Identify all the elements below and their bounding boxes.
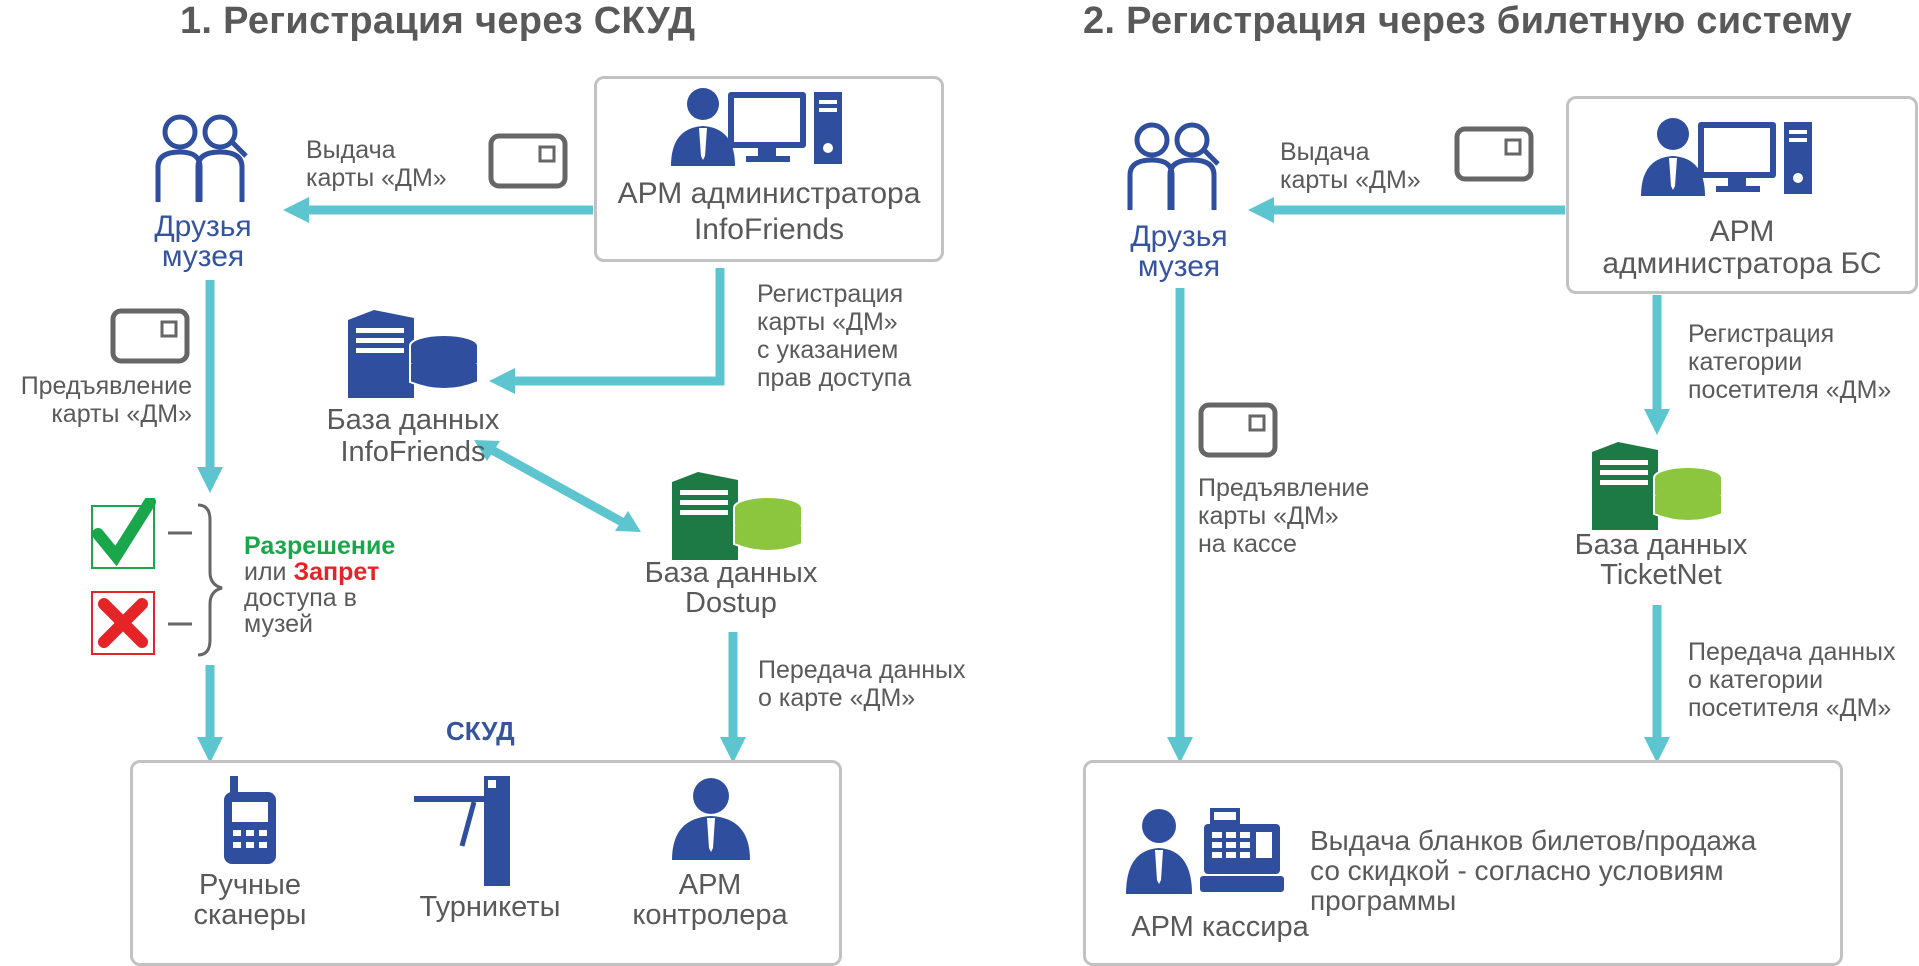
arrowhead	[615, 511, 641, 532]
arrow-db-sync	[489, 446, 625, 526]
database-server-icon-infofriends	[348, 310, 479, 398]
right-title: 2. Регистрация через билетную систему	[1083, 0, 1853, 42]
arrow-register-card	[512, 268, 725, 386]
arrowhead	[720, 737, 746, 763]
card-icon	[110, 308, 190, 364]
controller-icon	[672, 778, 750, 860]
cashier-label: АРМ кассира	[1131, 911, 1309, 943]
scanner-icon	[224, 776, 276, 864]
card-icon	[488, 133, 568, 189]
arrowhead	[474, 440, 500, 461]
decision-label: Разрешение или Запрет доступа в музей	[244, 532, 396, 638]
friends-icon-left	[155, 114, 248, 202]
turnstiles-label: Турникеты	[419, 891, 561, 923]
arrowhead	[197, 737, 223, 763]
left-title: 1. Регистрация через СКУД	[180, 0, 696, 42]
friends-icon-right	[1127, 122, 1220, 210]
arrowhead	[283, 197, 309, 223]
card-icon	[1198, 402, 1278, 458]
arrowhead	[1644, 409, 1670, 435]
admin-workstation-icon	[1641, 118, 1812, 196]
skud-label: СКУД	[446, 716, 515, 746]
database-server-icon-ticketnet	[1592, 442, 1723, 530]
arrowhead	[1167, 737, 1193, 763]
card-icon	[1454, 126, 1534, 182]
arrowhead	[197, 467, 223, 493]
cross-icon	[91, 591, 155, 655]
arrowhead	[1644, 737, 1670, 763]
check-icon	[91, 498, 156, 569]
decision-brace	[197, 503, 223, 657]
turnstile-icon	[414, 776, 510, 886]
arrowhead	[1248, 197, 1274, 223]
cashier-icon	[1126, 808, 1284, 894]
arrowhead	[489, 368, 515, 394]
admin-workstation-icon	[671, 88, 842, 166]
database-server-icon-dostup	[672, 472, 803, 560]
